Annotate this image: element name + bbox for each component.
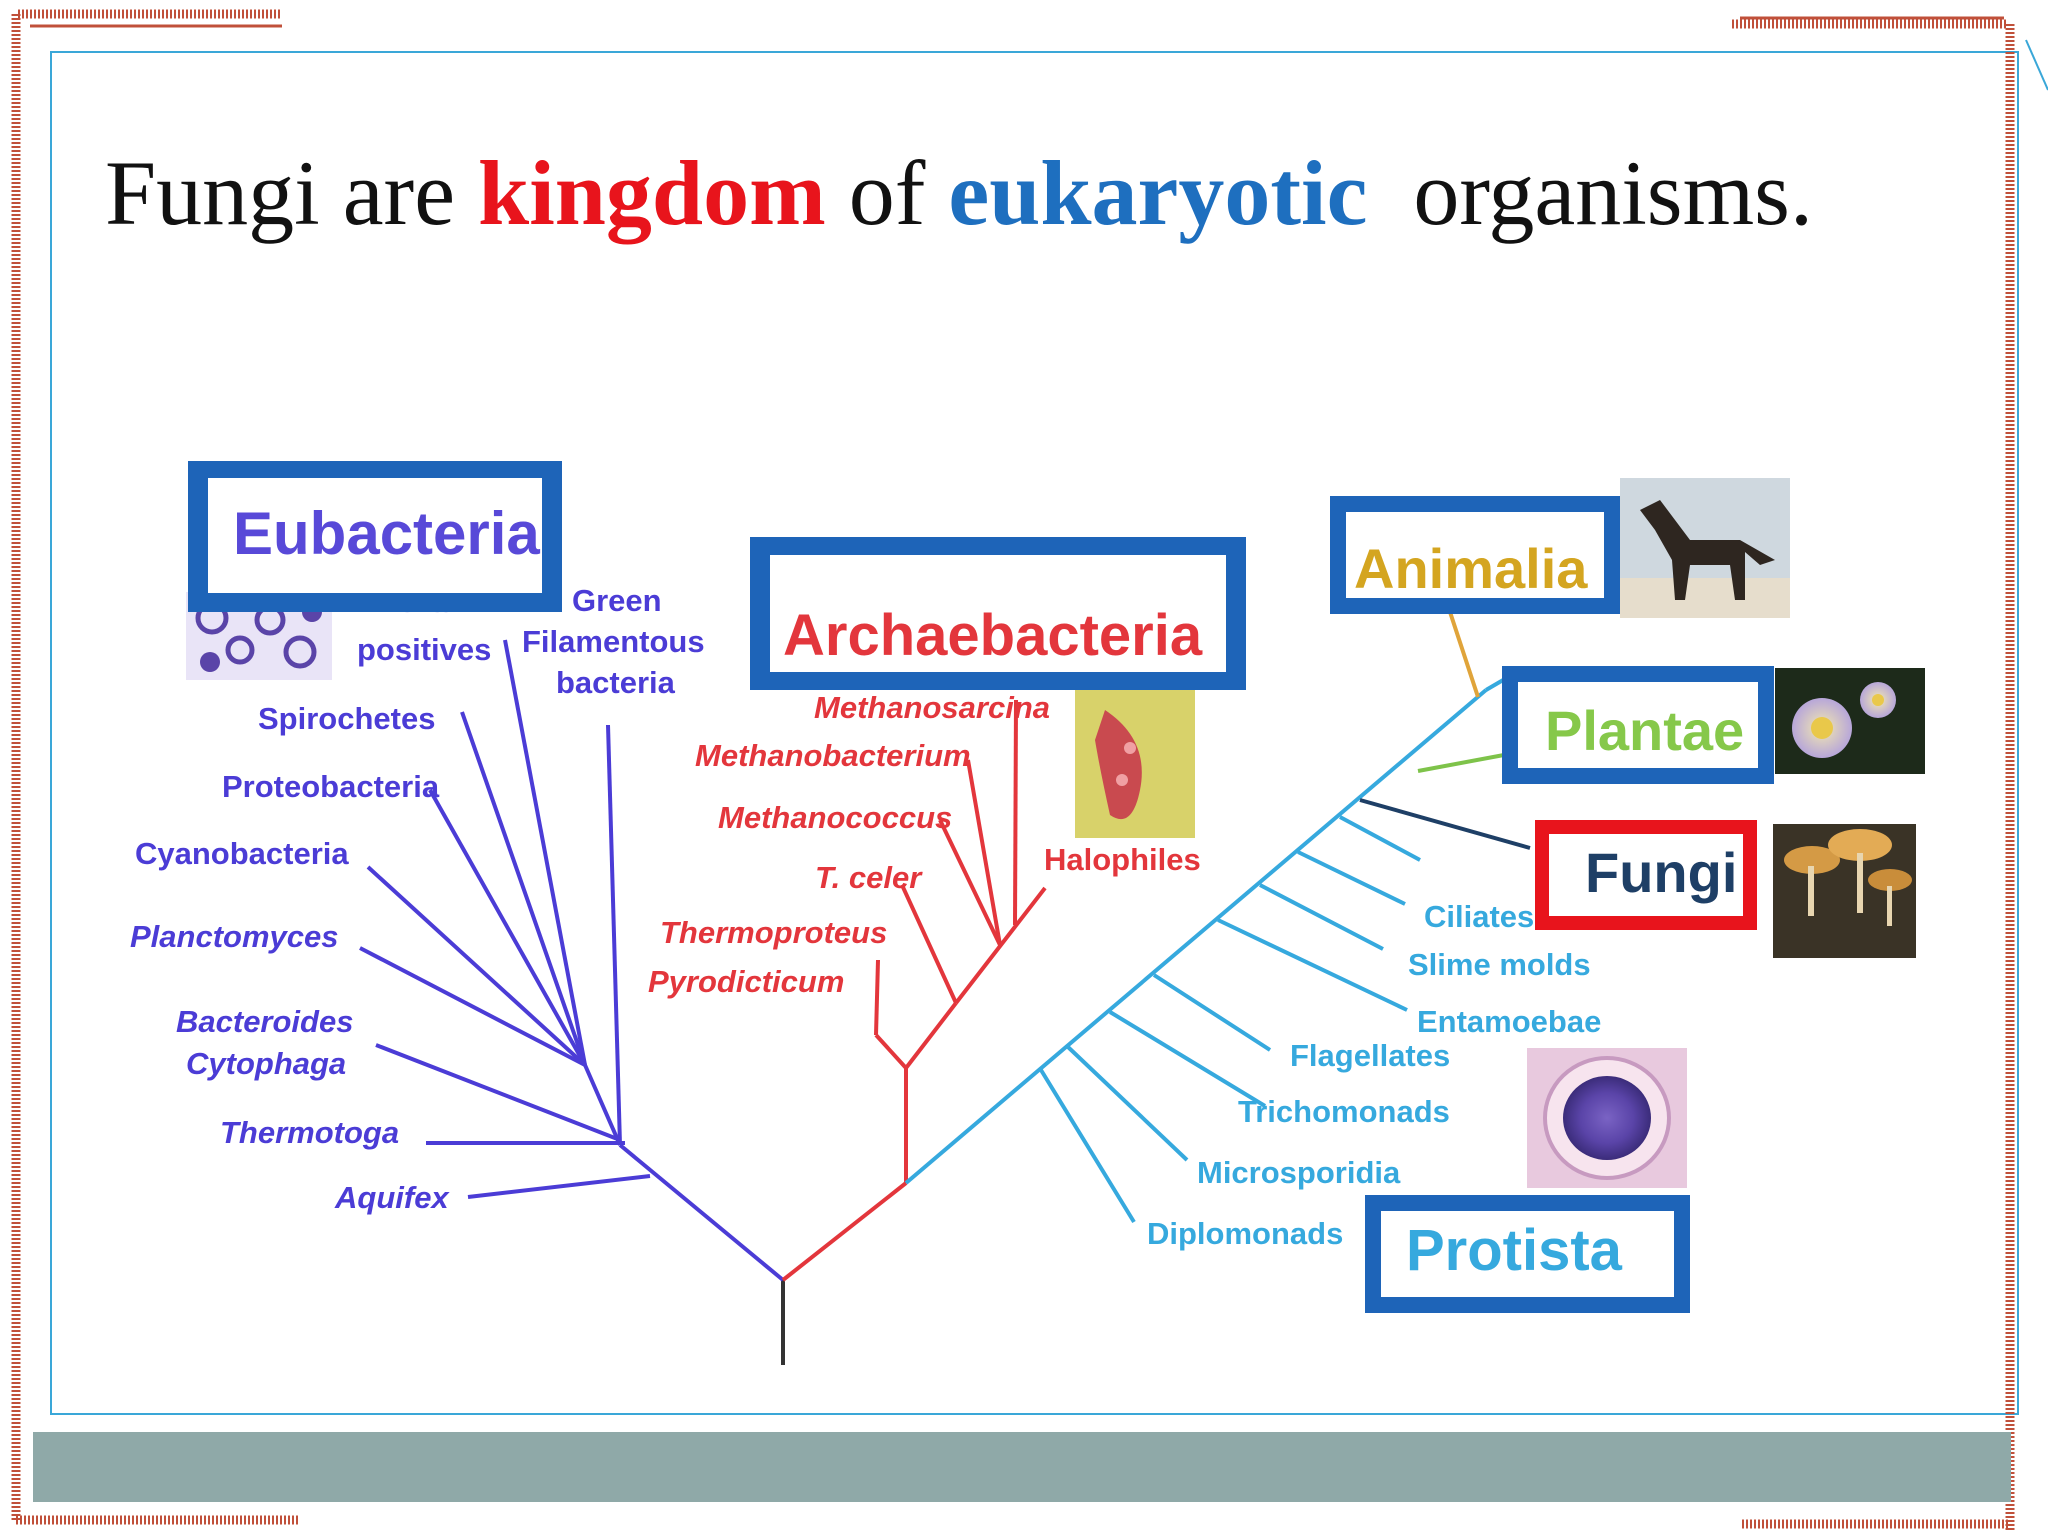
archaea-micrograph-icon (1075, 690, 1195, 838)
label-t-celer: T. celer (815, 860, 923, 895)
fungi-domain-box: Fungi (1535, 820, 1757, 930)
archaea-labels: Methanosarcina Methanobacterium Methanoc… (648, 690, 1201, 999)
archaebacteria-title: Archaebacteria (783, 603, 1203, 668)
title-prefix: Fungi are (105, 142, 479, 244)
label-trichomonads: Trichomonads (1238, 1094, 1450, 1129)
archaea-branches (781, 699, 1047, 1282)
label-pyrodicticum: Pyrodicticum (648, 964, 844, 999)
protista-title: Protista (1406, 1218, 1623, 1283)
label-bacteria: bacteria (556, 665, 676, 700)
footer-bar (33, 1432, 2011, 1502)
animalia-title: Animalia (1354, 537, 1588, 600)
protist-cell-icon (1527, 1048, 1687, 1188)
label-gram-positives: positives (357, 632, 491, 667)
label-thermoproteus: Thermoproteus (660, 915, 887, 950)
label-flagellates: Flagellates (1290, 1038, 1450, 1073)
eukarya-branches (904, 674, 1512, 1224)
label-proteobacteria: Proteobacteria (222, 769, 440, 804)
label-ciliates: Ciliates (1424, 899, 1534, 934)
animalia-domain-box: Animalia (1330, 496, 1620, 614)
plantae-title: Plantae (1545, 699, 1744, 762)
fungi-branch (1359, 798, 1531, 850)
title-suffix: organisms. (1367, 142, 1813, 244)
label-methanobacterium: Methanobacterium (695, 738, 971, 773)
label-methanosarcina: Methanosarcina (814, 690, 1050, 725)
label-cytophaga: Cytophaga (186, 1046, 346, 1081)
mushroom-photo-icon (1773, 824, 1916, 958)
label-entamoebae: Entamoebae (1417, 1004, 1601, 1039)
label-slime-molds: Slime molds (1408, 947, 1591, 982)
label-bacteroides: Bacteroides (176, 1004, 353, 1039)
eubacteria-domain-box: Eubacteria (188, 461, 562, 612)
archaebacteria-domain-box: Archaebacteria (750, 537, 1246, 690)
label-green: Green (572, 583, 662, 618)
title-middle: of (825, 142, 949, 244)
label-filamentous: Filamentous (522, 624, 705, 659)
label-planctomyces: Planctomyces (130, 919, 339, 954)
eubacteria-branches (359, 639, 785, 1282)
label-spirochetes: Spirochetes (258, 701, 435, 736)
plantae-domain-box: Plantae (1502, 666, 1774, 784)
slide-frame (11, 9, 2048, 1530)
label-cyanobacteria: Cyanobacteria (135, 836, 349, 871)
label-microsporidia: Microsporidia (1197, 1155, 1401, 1190)
label-methanococcus: Methanococcus (718, 800, 952, 835)
title-eukaryotic: eukaryotic (948, 142, 1368, 244)
protista-domain-box: Protista (1365, 1195, 1690, 1313)
eukarya-labels: Ciliates Slime molds Entamoebae Flagella… (1147, 899, 1601, 1251)
label-diplomonads: Diplomonads (1147, 1216, 1343, 1251)
aster-flower-photo-icon (1775, 668, 1925, 774)
dog-photo-icon (1620, 478, 1790, 618)
label-aquifex: Aquifex (334, 1180, 450, 1215)
animalia-branch (1448, 611, 1480, 698)
fungi-title: Fungi (1585, 841, 1737, 904)
slide-title: Fungi are kingdom of eukaryotic organism… (105, 140, 1813, 246)
label-halophiles: Halophiles (1044, 842, 1201, 877)
title-kingdom: kingdom (478, 142, 826, 244)
eubacteria-title: Eubacteria (233, 500, 540, 567)
label-thermotoga: Thermotoga (220, 1115, 399, 1150)
